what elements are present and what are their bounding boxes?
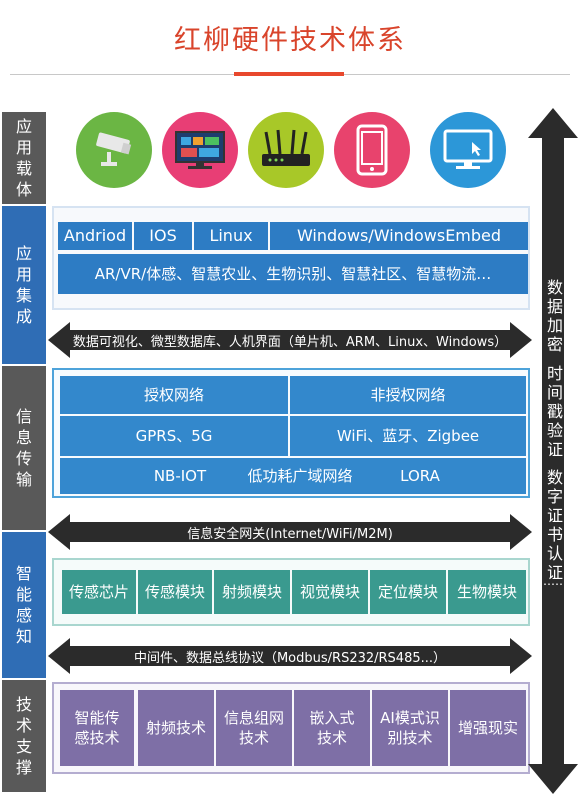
positioning-module: 定位模块 (370, 570, 446, 614)
sensing-module: 传感模块 (138, 570, 212, 614)
router-icon (248, 112, 324, 188)
os-android: Andriod (58, 222, 132, 250)
security-more: …… (543, 574, 567, 588)
phone-icon (334, 112, 410, 188)
unlicensed-network: 非授权网络 (290, 376, 526, 414)
layer-label-info-transmission: 信息传输 (2, 366, 46, 530)
arrow-label-middleware: 中间件、数据总线协议（Modbus/RS232/RS485...） (133, 650, 447, 666)
gprs-5g: GPRS、5G (60, 416, 288, 456)
biometric-module: 生物模块 (448, 570, 526, 614)
licensed-network: 授权网络 (60, 376, 288, 414)
embedded-tech: 嵌入式技术 (294, 690, 370, 766)
arrow-app-layer (48, 322, 532, 358)
display-icon (162, 112, 238, 188)
security-digital-certificate: 数字证书认证 (546, 468, 563, 582)
layer-label-tech-support: 技术支撑 (2, 680, 46, 792)
lora: LORA (400, 467, 440, 485)
monitor-icon (430, 112, 506, 188)
lpwan-row (60, 458, 526, 494)
networking-tech: 信息组网技术 (216, 690, 292, 766)
security-arrow (528, 108, 578, 794)
augmented-reality: 增强现实 (450, 690, 526, 766)
rf-tech: 射频技术 (138, 690, 214, 766)
rf-module: 射频模块 (214, 570, 290, 614)
security-data-encryption: 数据加密 (546, 278, 563, 354)
arrow-label-app: 数据可视化、微型数据库、人机界面（单片机、ARM、Linux、Windows） (72, 334, 508, 350)
integration-scenarios: AR/VR/体感、智慧农业、生物识别、智慧社区、智慧物流… (58, 254, 528, 294)
os-windows: Windows/WindowsEmbed (270, 222, 528, 250)
wifi-bluetooth-zigbee: WiFi、蓝牙、Zigbee (290, 416, 526, 456)
arrow-label-gateway: 信息安全网关(Internet/WiFi/M2M) (187, 526, 393, 542)
camera-icon (76, 112, 152, 188)
nb-iot: NB-IOT (153, 467, 207, 485)
layer-label-smart-sensing: 智能感知 (2, 532, 46, 678)
layer-label-app-carrier: 应用载体 (2, 112, 46, 204)
arrow-transmission-layer (48, 514, 532, 550)
title-accent-bar (234, 72, 344, 76)
os-ios: IOS (134, 222, 192, 250)
os-linux: Linux (194, 222, 268, 250)
security-timestamp: 时间戳验证 (546, 364, 563, 459)
smart-sensing-tech: 智能传感技术 (60, 690, 134, 766)
sensing-chip: 传感芯片 (62, 570, 136, 614)
vision-module: 视觉模块 (292, 570, 368, 614)
page-title: 红柳硬件技术体系 (174, 25, 406, 56)
lpwan: 低功耗广域网络 (247, 467, 353, 485)
ai-recognition-tech: AI模式识别技术 (372, 690, 448, 766)
layer-label-app-integration: 应用集成 (2, 206, 46, 364)
arrow-sensing-layer (48, 638, 532, 674)
